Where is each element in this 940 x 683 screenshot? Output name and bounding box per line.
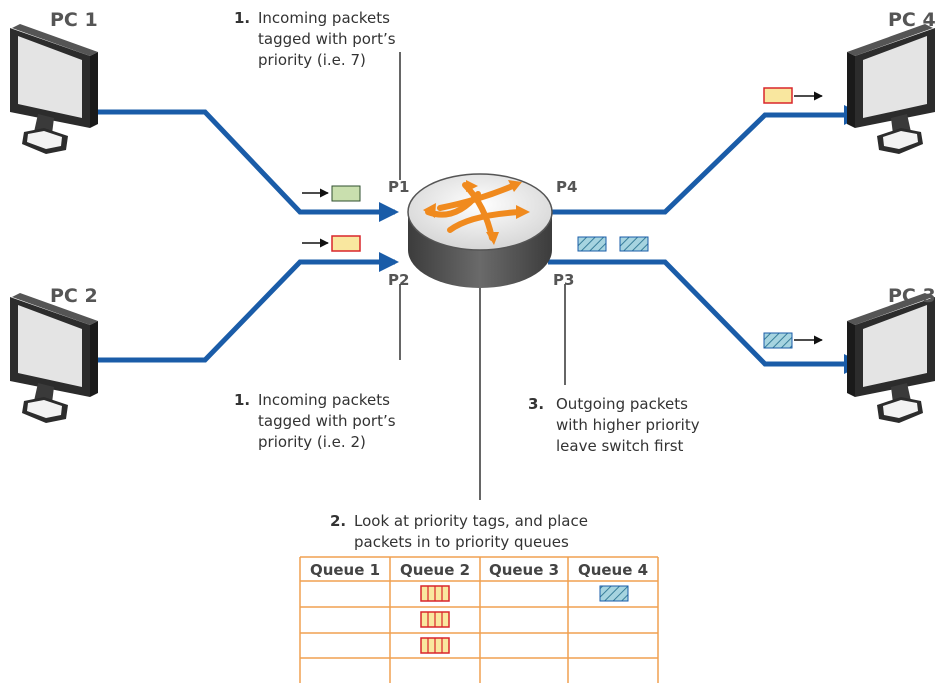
port-p1-label: P1 bbox=[388, 178, 409, 196]
port-p2-label: P2 bbox=[388, 271, 409, 289]
port-p4-label: P4 bbox=[556, 178, 577, 196]
link-p3-pc3 bbox=[548, 259, 864, 374]
queue-4-packet-1 bbox=[599, 585, 629, 602]
note-top-line-2: tagged with port’s bbox=[258, 30, 396, 48]
port-p3-label: P3 bbox=[553, 271, 574, 289]
monitor-icon-pc1 bbox=[10, 24, 98, 154]
queue-2-header: Queue 2 bbox=[400, 561, 470, 579]
packet-icon-pc3-outgoing bbox=[763, 332, 823, 349]
note-queues-line-1: Look at priority tags, and place bbox=[354, 512, 588, 530]
note-outgoing-number: 3. bbox=[528, 395, 544, 413]
queue-2-packet-3 bbox=[420, 637, 450, 654]
packet-icon-p3-queued-2 bbox=[619, 236, 649, 252]
packet-icon-pc4-outgoing bbox=[763, 87, 823, 104]
link-p4-pc4 bbox=[548, 105, 864, 215]
queue-4-header: Queue 4 bbox=[578, 561, 648, 579]
packet-icon-p3-queued-1 bbox=[577, 236, 607, 252]
pc1-label: PC 1 bbox=[50, 9, 98, 31]
note-queues-line-2: packets in to priority queues bbox=[354, 533, 569, 551]
note-top-line-3: priority (i.e. 7) bbox=[258, 51, 366, 69]
monitor-icon-pc4 bbox=[847, 24, 935, 154]
note-outgoing-line-3: leave switch first bbox=[556, 437, 684, 455]
queue-1-header: Queue 1 bbox=[310, 561, 380, 579]
monitor-icon-pc2 bbox=[10, 293, 98, 423]
note-incoming-priority-7: 1. Incoming packets tagged with port’s p… bbox=[234, 9, 396, 69]
note-outgoing-line-1: Outgoing packets bbox=[556, 395, 688, 413]
note-incoming-priority-2: 1. Incoming packets tagged with port’s p… bbox=[234, 391, 396, 451]
note-bottom-line-3: priority (i.e. 2) bbox=[258, 433, 366, 451]
packet-icon-pc1-incoming bbox=[302, 185, 361, 202]
note-outgoing-line-2: with higher priority bbox=[556, 416, 700, 434]
queue-2-packet-2 bbox=[420, 611, 450, 628]
note-top-number: 1. bbox=[234, 9, 250, 27]
network-switch-icon bbox=[407, 173, 553, 288]
note-bottom-line-1: Incoming packets bbox=[258, 391, 390, 409]
link-pc1-p1 bbox=[85, 109, 399, 222]
note-outgoing-priority: 3. Outgoing packets with higher priority… bbox=[528, 395, 700, 455]
queue-3-header: Queue 3 bbox=[489, 561, 559, 579]
note-place-in-queues: 2. Look at priority tags, and place pack… bbox=[330, 512, 588, 551]
note-top-line-1: Incoming packets bbox=[258, 9, 390, 27]
note-bottom-number: 1. bbox=[234, 391, 250, 409]
queue-table: Queue 1 Queue 2 Queue 3 Queue 4 bbox=[299, 556, 659, 683]
pc4-label: PC 4 bbox=[888, 9, 936, 31]
packet-icon-pc2-incoming bbox=[302, 235, 361, 252]
note-bottom-line-2: tagged with port’s bbox=[258, 412, 396, 430]
pc3-label: PC 3 bbox=[888, 285, 936, 307]
note-queues-number: 2. bbox=[330, 512, 346, 530]
queue-2-packet-1 bbox=[420, 585, 450, 602]
pc2-label: PC 2 bbox=[50, 285, 98, 307]
link-pc2-p2 bbox=[85, 252, 399, 363]
monitor-icon-pc3 bbox=[847, 293, 935, 423]
